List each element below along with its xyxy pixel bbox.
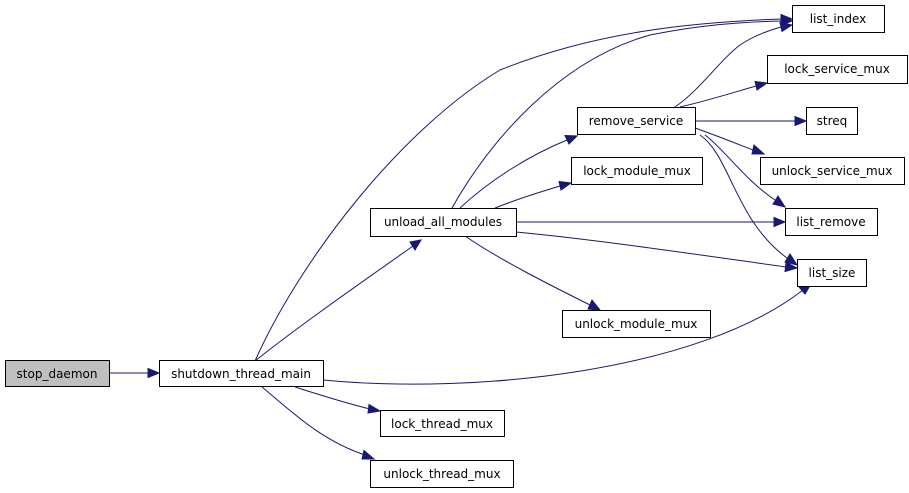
edge-shutdown_thread_main-lock_thread_mux <box>294 386 382 414</box>
node-label: unlock_module_mux <box>575 317 698 331</box>
node-label: lock_service_mux <box>784 62 890 76</box>
edge-remove_service-streq <box>695 115 808 127</box>
edge-remove_service-list_remove <box>704 134 787 208</box>
node-label: unload_all_modules <box>384 215 502 229</box>
edge-unload_all_modules-remove_service <box>459 134 579 209</box>
node-label: unlock_service_mux <box>772 164 893 178</box>
node-shutdown_thread_main[interactable]: shutdown_thread_main <box>159 360 324 387</box>
edge-unload_all_modules-lock_module_mux <box>494 180 573 209</box>
node-unlock_thread_mux[interactable]: unlock_thread_mux <box>370 460 514 488</box>
edge-unload_all_modules-list_size <box>515 231 799 273</box>
node-streq[interactable]: streq <box>806 107 858 135</box>
node-list_size[interactable]: list_size <box>797 259 867 287</box>
node-label: unlock_thread_mux <box>383 467 500 481</box>
edge-remove_service-lock_service_mux <box>679 80 769 108</box>
node-label: list_size <box>809 266 856 280</box>
edge-shutdown_thread_main-unlock_thread_mux <box>261 386 376 460</box>
edge-remove_service-list_index <box>674 21 794 108</box>
node-list_index[interactable]: list_index <box>792 5 885 33</box>
node-lock_service_mux[interactable]: lock_service_mux <box>767 55 908 84</box>
node-label: stop_daemon <box>17 367 98 381</box>
node-lock_thread_mux[interactable]: lock_thread_mux <box>380 410 505 437</box>
edge-stop_daemon-shutdown_thread_main <box>109 367 161 379</box>
edge-remove_service-list_size <box>699 134 799 266</box>
edge-shutdown_thread_main-unload_all_modules <box>254 239 422 362</box>
node-lock_module_mux[interactable]: lock_module_mux <box>571 157 703 185</box>
edge-unload_all_modules-unlock_module_mux <box>464 235 602 311</box>
node-label: list_remove <box>796 215 865 229</box>
edge-remove_service-unlock_service_mux <box>694 127 766 155</box>
edge-unload_all_modules-list_remove <box>516 216 787 228</box>
node-label: streq <box>817 114 848 128</box>
node-list_remove[interactable]: list_remove <box>785 208 878 236</box>
edge-shutdown_thread_main-list_index <box>254 13 794 362</box>
node-label: list_index <box>810 12 866 26</box>
node-unload_all_modules[interactable]: unload_all_modules <box>370 208 517 237</box>
node-remove_service[interactable]: remove_service <box>577 107 696 135</box>
node-unlock_service_mux[interactable]: unlock_service_mux <box>760 157 905 185</box>
node-label: lock_thread_mux <box>391 417 493 431</box>
node-label: shutdown_thread_main <box>171 367 311 381</box>
node-unlock_module_mux[interactable]: unlock_module_mux <box>562 310 711 338</box>
node-stop_daemon[interactable]: stop_daemon <box>5 360 110 387</box>
node-label: remove_service <box>589 114 684 128</box>
node-label: lock_module_mux <box>583 164 691 178</box>
